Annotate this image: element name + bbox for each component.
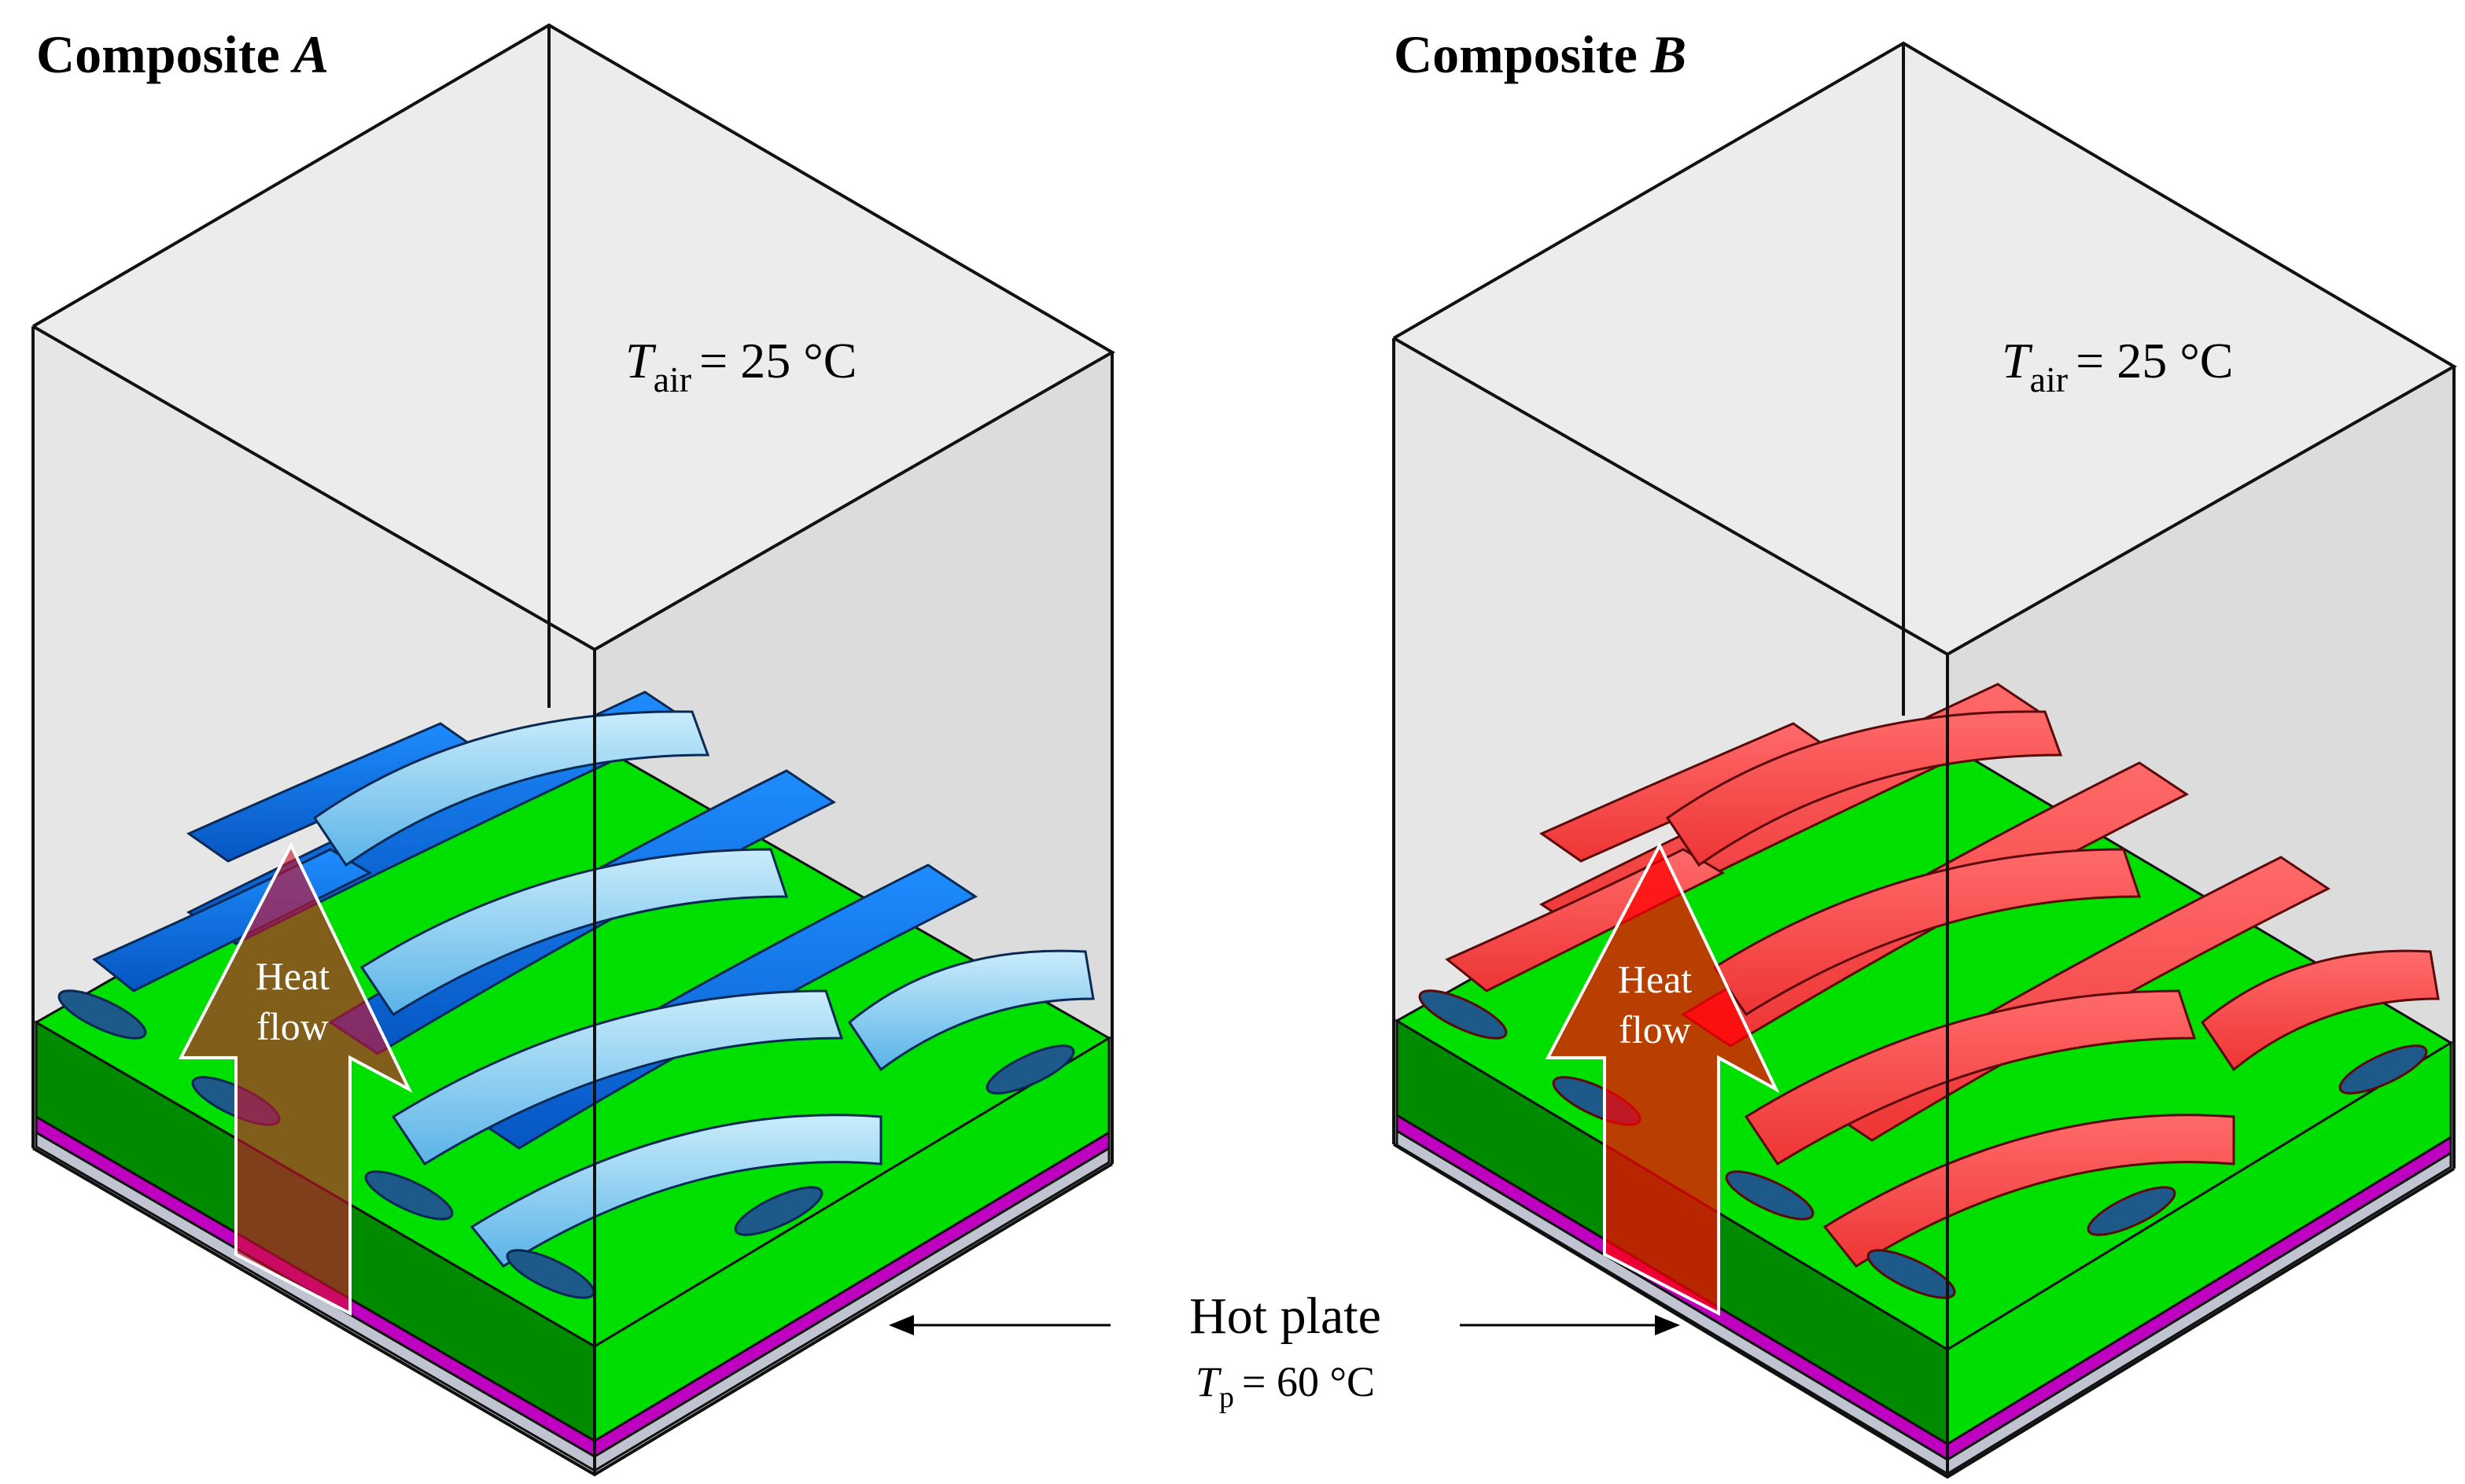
heat-flow-arrow-b [1545, 841, 1780, 1316]
arrowhead-left-icon [889, 1315, 914, 1335]
air-box-top-face [33, 25, 1112, 650]
hot-plate-label: Hot plate [1189, 1287, 1381, 1345]
heat-label-a-line1: Heat [256, 954, 330, 998]
hot-plate-temp: Tp= 60 °C [1196, 1358, 1375, 1414]
hot-plate-annotation: Hot plate Tp= 60 °C [889, 1287, 1680, 1414]
heat-label-a-line2: flow [256, 1004, 329, 1048]
arrowhead-right-icon [1655, 1315, 1680, 1335]
panel-composite-b: Heat flow Composite B Tair= 25 °C [1392, 24, 2457, 1479]
air-box-edges-b [1392, 41, 2457, 1479]
title-b: Composite B [1394, 24, 1686, 84]
heat-label-b-line1: Heat [1618, 957, 1692, 1001]
woven-fibers-a [57, 690, 1095, 1299]
air-box-edges-a [31, 23, 1115, 1477]
air-temp-label-a: Tair= 25 °C [625, 333, 857, 400]
heat-label-b-line2: flow [1619, 1007, 1691, 1051]
woven-fibers-b [1418, 683, 2440, 1299]
panel-composite-a: Heat flow Composite A Tair= 25 °C [31, 23, 1115, 1477]
air-box-top-face [1394, 43, 2454, 654]
heat-flow-arrow-a [178, 841, 413, 1316]
title-a: Composite A [36, 24, 329, 84]
air-temp-label-b: Tair= 25 °C [2002, 333, 2233, 400]
